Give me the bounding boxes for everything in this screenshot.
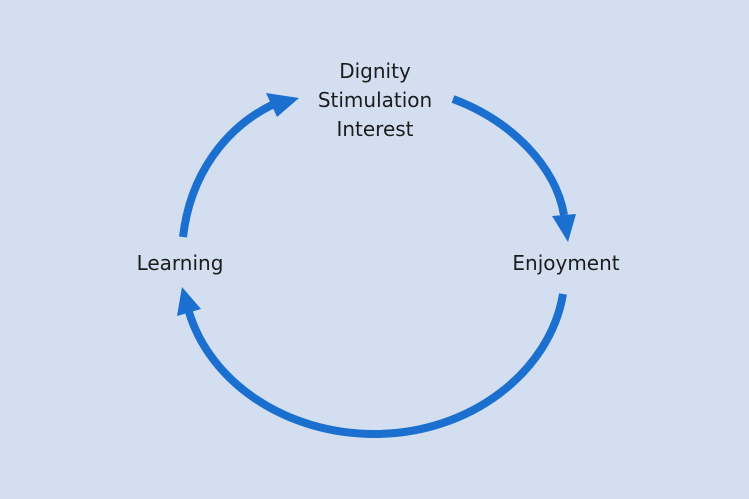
node-line-interest: Interest xyxy=(336,117,414,141)
node-dignity-stimulation-interest: Dignity Stimulation Interest xyxy=(270,57,480,144)
arrowhead-right xyxy=(552,214,576,242)
node-line-stimulation: Stimulation xyxy=(317,88,433,112)
arrow-left-to-top xyxy=(179,101,274,238)
node-line-dignity: Dignity xyxy=(339,59,411,83)
arrowhead-left xyxy=(177,287,201,316)
arrow-top-to-right xyxy=(451,95,568,216)
arrow-right-to-left xyxy=(185,293,567,439)
node-learning: Learning xyxy=(136,251,224,275)
arrowhead-top xyxy=(266,93,299,117)
node-enjoyment: Enjoyment xyxy=(512,251,620,275)
